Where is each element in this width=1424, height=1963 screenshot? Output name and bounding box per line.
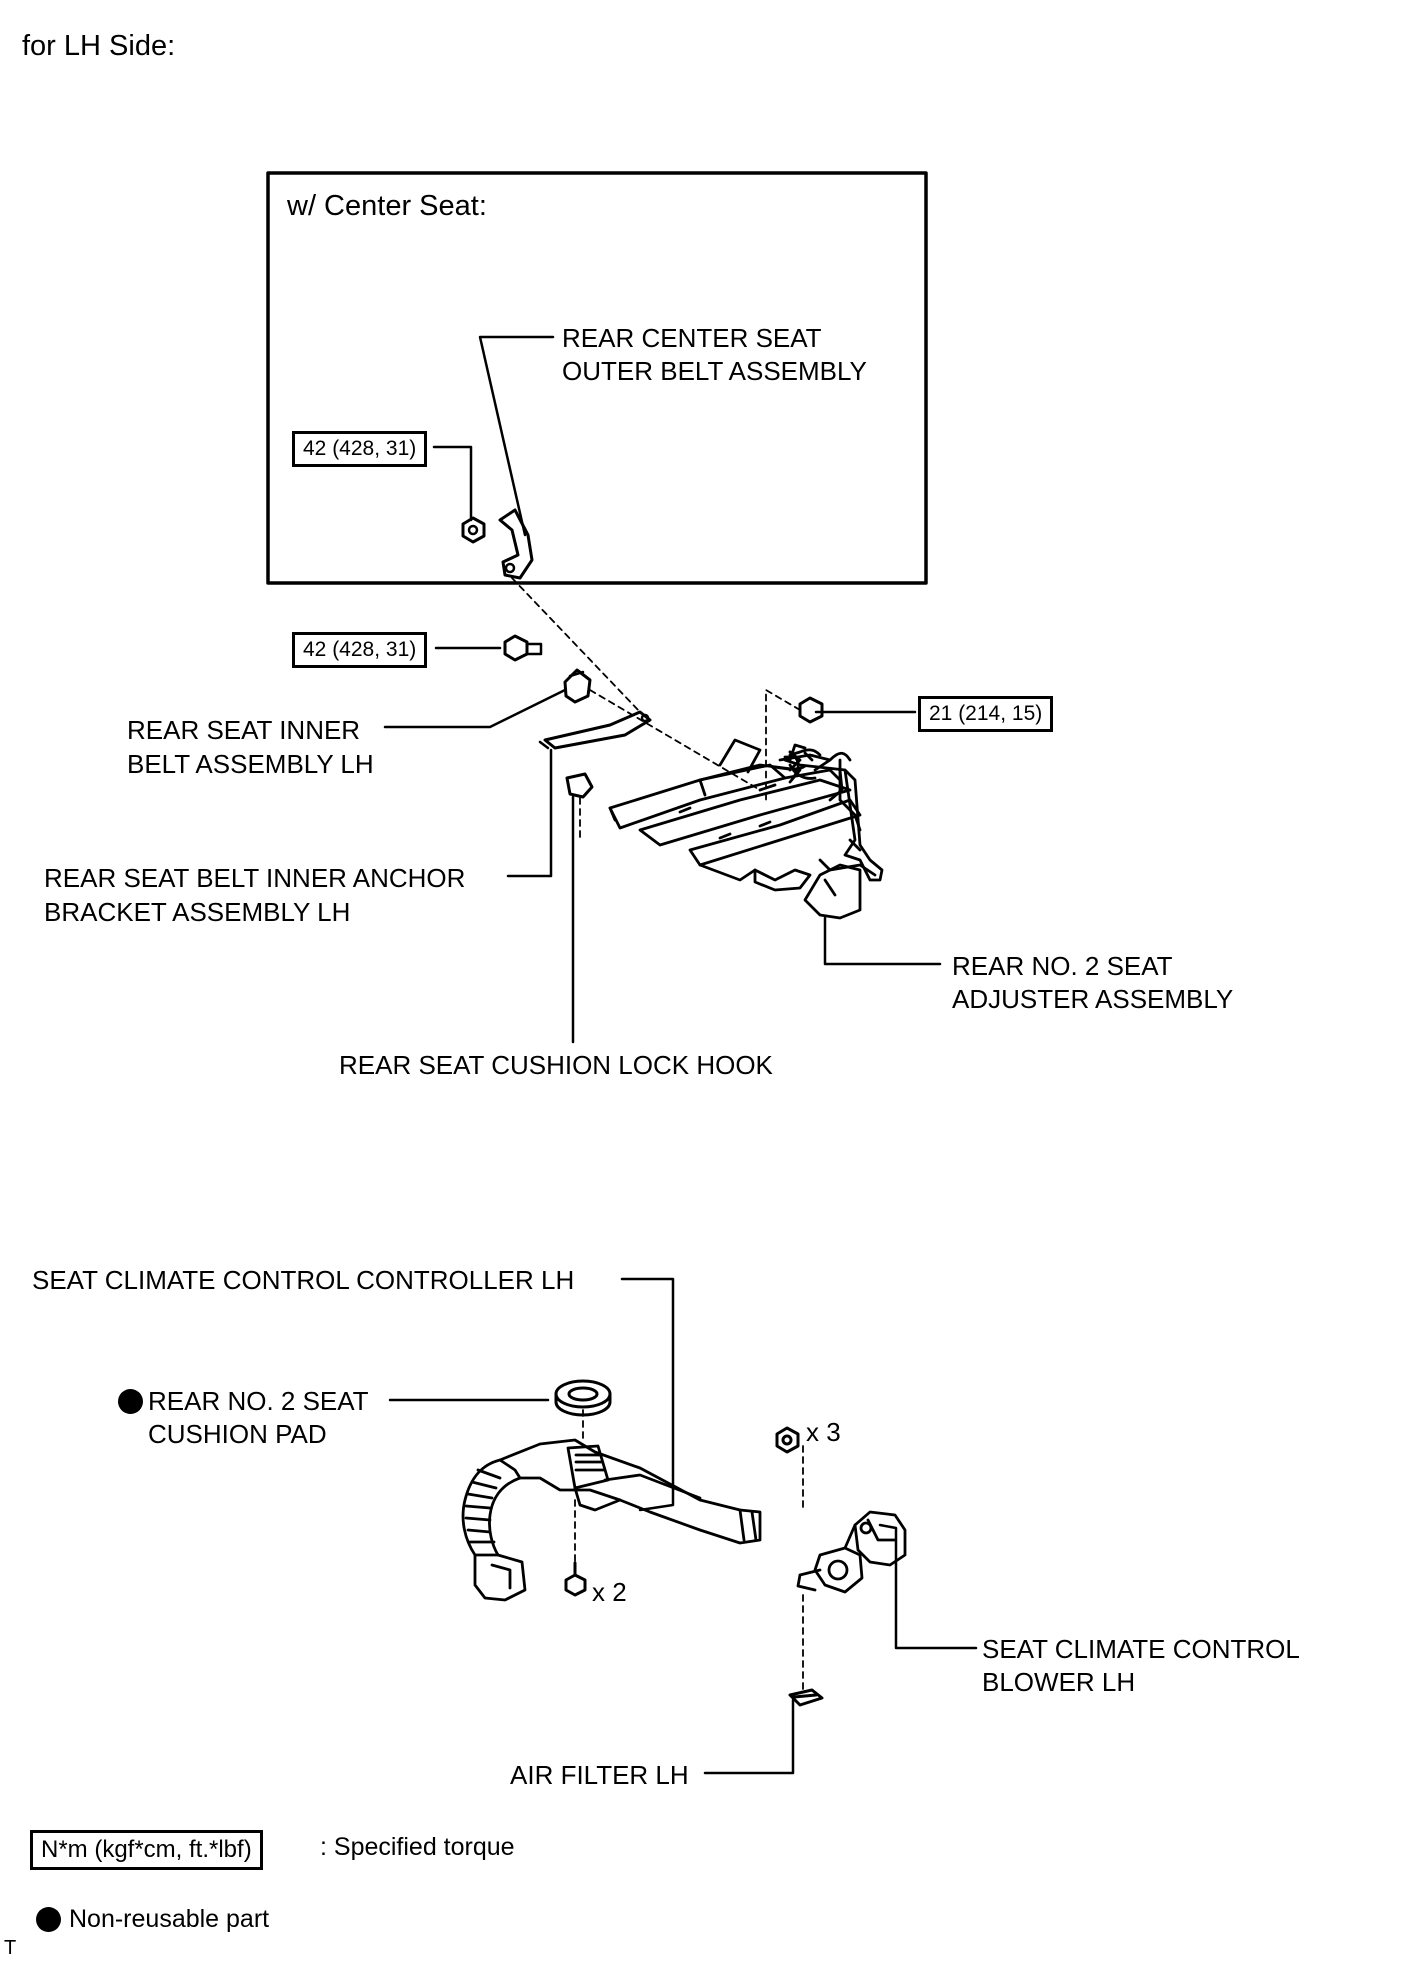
label-center-belt-line2: OUTER BELT ASSEMBLY — [562, 356, 867, 386]
legend-non-reusable-icon — [36, 1907, 61, 1932]
quantity-nuts: x 3 — [806, 1417, 841, 1447]
legend-torque-text: : Specified torque — [320, 1833, 515, 1861]
screw-part — [564, 1561, 587, 1597]
label-pad-line2: CUSHION PAD — [148, 1419, 327, 1449]
torque-box-adjuster: 21 (214, 15) — [918, 696, 1054, 732]
label-pad-line1: REAR NO. 2 SEAT — [148, 1386, 369, 1416]
leader-controller — [620, 1277, 675, 1512]
climate-blower-part — [796, 1510, 907, 1594]
inset-nut-part — [461, 516, 486, 544]
leader-inner-belt — [383, 688, 567, 729]
clip-nut-part — [775, 1426, 800, 1454]
leader-inset-torque — [432, 445, 473, 522]
label-air-filter: AIR FILTER LH — [510, 1760, 689, 1790]
anchor-bracket-part — [538, 710, 652, 750]
seat-adjuster-part — [608, 738, 884, 920]
label-anchor-line1: REAR SEAT BELT INNER ANCHOR — [44, 863, 466, 893]
inset-title: w/ Center Seat: — [287, 190, 487, 222]
inner-belt-part — [563, 668, 592, 704]
label-adjuster-line2: ADJUSTER ASSEMBLY — [952, 984, 1234, 1014]
label-adjuster-line1: REAR NO. 2 SEAT — [952, 951, 1173, 981]
leader-blower — [878, 1523, 978, 1650]
label-lock-hook: REAR SEAT CUSHION LOCK HOOK — [339, 1050, 773, 1080]
torque-box-inset: 42 (428, 31) — [292, 431, 428, 467]
leader-center-belt — [478, 335, 555, 537]
label-center-belt-line1: REAR CENTER SEAT — [562, 323, 822, 353]
leader-anchor — [506, 748, 553, 878]
footer-mark: T — [4, 1937, 17, 1959]
header-title: for LH Side: — [22, 30, 176, 62]
inner-belt-bolt-part — [503, 634, 543, 662]
label-controller: SEAT CLIMATE CONTROL CONTROLLER LH — [32, 1265, 575, 1295]
label-inner-belt-line1: REAR SEAT INNER — [127, 715, 361, 745]
adjuster-nut-part — [798, 696, 824, 724]
quantity-screws: x 2 — [592, 1577, 627, 1607]
label-inner-belt-line2: BELT ASSEMBLY LH — [127, 749, 374, 779]
legend-torque-box: N*m (kgf*cm, ft.*lbf) — [30, 1830, 263, 1870]
legend-non-reusable-text: Non-reusable part — [69, 1905, 270, 1933]
inset-belt-anchor-part — [498, 508, 534, 580]
lock-hook-part — [565, 772, 594, 799]
climate-controller-duct-part — [461, 1438, 762, 1602]
torque-box-inner-belt: 42 (428, 31) — [292, 632, 428, 668]
label-blower-line1: SEAT CLIMATE CONTROL — [982, 1634, 1300, 1664]
non-reusable-icon — [118, 1389, 143, 1414]
air-filter-part — [788, 1688, 824, 1707]
label-blower-line2: BLOWER LH — [982, 1667, 1136, 1697]
inset-frame — [266, 171, 928, 585]
leader-adjuster — [823, 916, 942, 966]
leader-air-filter — [703, 1698, 795, 1775]
label-anchor-line2: BRACKET ASSEMBLY LH — [44, 897, 351, 927]
